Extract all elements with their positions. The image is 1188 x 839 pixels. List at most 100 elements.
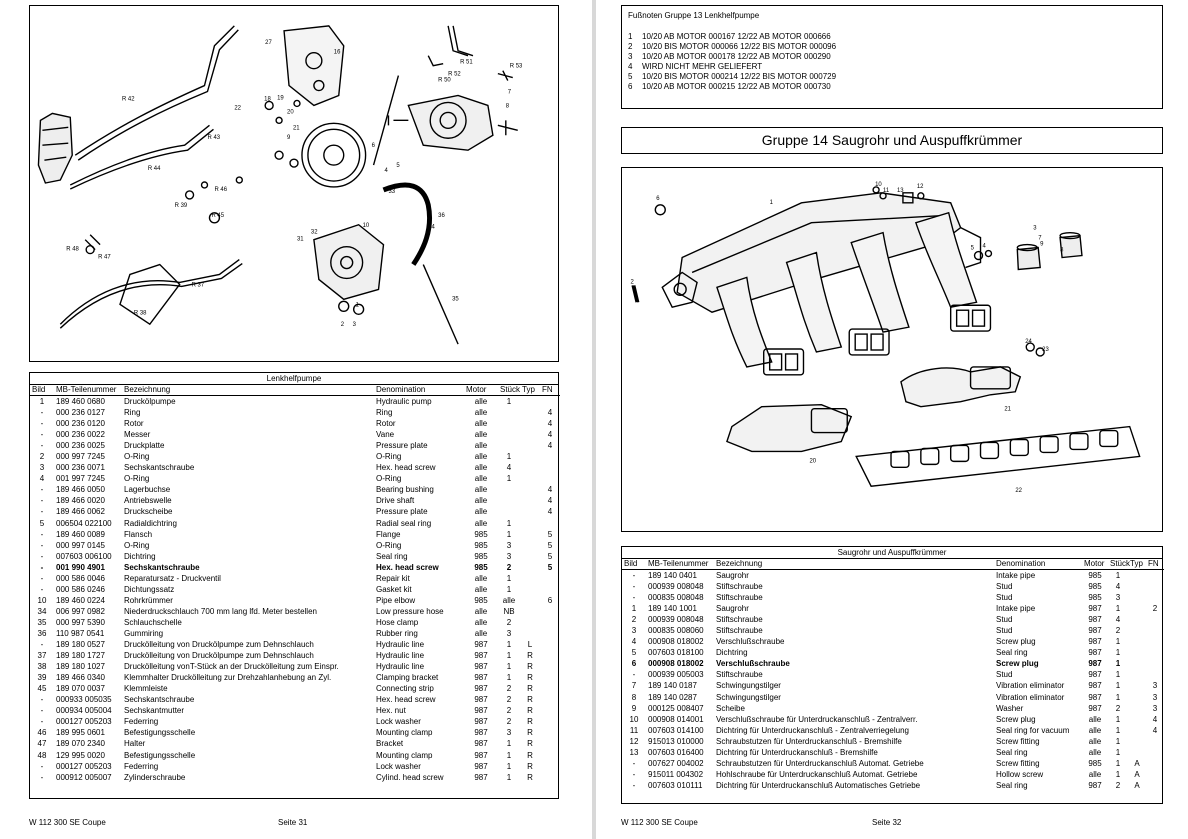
parts-table: Bild MB-Teilenummer Bezeichnung Denomina… (30, 385, 560, 783)
group-title: Gruppe 14 Saugrohr und Auspuffkrümmer (621, 127, 1163, 154)
cell-bild: - (632, 571, 636, 580)
cell-part-number: 189 180 1027 (56, 662, 105, 672)
cell-denomination: Pressure plate (376, 441, 428, 451)
cell-bild: - (632, 593, 636, 603)
cell-bezeichnung: Stiftschraube (716, 670, 763, 680)
footer-page-number: Seite 31 (278, 818, 308, 827)
diagram-callout-label: R 43 (207, 135, 220, 141)
cell-bild: - (40, 540, 44, 550)
cell-fn (1146, 669, 1164, 680)
page-gutter (592, 0, 596, 839)
diagram-callout-label: 3 (353, 322, 357, 328)
cell-denomination: Hydraulic line (376, 640, 425, 650)
cell-stueck: 2 (1115, 780, 1121, 790)
cell-bezeichnung: Stiftschraube (716, 615, 763, 625)
cell-motor: 987 (1088, 626, 1102, 636)
cell-bild: - (40, 441, 44, 451)
cell-bild: 48 (37, 750, 47, 760)
cell-motor: 985 (1088, 582, 1102, 592)
cell-motor: 985 (1088, 758, 1102, 768)
cell-motor: 987 (474, 640, 488, 650)
cell-part-number: 129 995 0020 (56, 750, 105, 760)
cell-bild: 2 (631, 615, 637, 625)
cell-motor: 987 (1088, 637, 1102, 647)
cell-stueck: 4 (1115, 582, 1121, 592)
cell-part-number: 915011 004302 (648, 769, 704, 779)
cell-bild: - (40, 761, 44, 771)
cell-bezeichnung: Dichtring für Unterdruckanschluß - Brems… (716, 747, 878, 757)
diagram-callout-label: 7 (1038, 236, 1042, 242)
cell-typ (1128, 692, 1146, 703)
cell-bild: 46 (37, 728, 47, 738)
cell-part-number: 000 586 0246 (56, 584, 105, 594)
cell-motor: alle (474, 430, 488, 440)
diagram-callout-label: R 53 (510, 64, 523, 70)
diagram-callout-label: 11 (883, 188, 890, 194)
cell-typ (520, 407, 540, 418)
diagram-callout-label: 21 (293, 125, 300, 131)
cell-bild: 4 (39, 474, 45, 484)
cell-motor: 985 (1088, 593, 1102, 603)
diagram-callout-label: 35 (452, 296, 459, 302)
cell-fn (1146, 747, 1164, 758)
cell-part-number: 000934 005004 (56, 706, 112, 716)
diagram-callout-label: R 52 (448, 72, 461, 78)
cell-stueck: 1 (506, 452, 512, 462)
cell-typ (1128, 703, 1146, 714)
cell-denomination: Drive shaft (376, 496, 415, 506)
cell-typ: R (527, 772, 533, 782)
col-bild: Bild (622, 559, 646, 570)
cell-stueck: 1 (506, 739, 512, 749)
cell-stueck: 1 (506, 651, 512, 661)
cell-bezeichnung: Drucköl­leitung vonT-Stück an der Druckö… (124, 662, 339, 672)
cell-stueck (498, 484, 520, 495)
cell-bild: - (40, 496, 44, 506)
cell-motor: 987 (474, 772, 488, 782)
cell-denomination: Rubber ring (376, 628, 418, 638)
cell-typ (520, 451, 540, 462)
diagram-callout-label: 3 (1033, 226, 1037, 232)
cell-part-number: 000933 005035 (56, 695, 112, 705)
cell-motor: 987 (1088, 604, 1102, 614)
cell-motor: 985 (474, 529, 488, 539)
cell-bild: 12 (629, 736, 639, 746)
cell-typ (520, 506, 540, 517)
footnote-text: 10/20 BIS MOTOR 000066 12/22 BIS MOTOR 0… (642, 42, 837, 51)
cell-denomination: Bearing bushing (376, 485, 434, 495)
cell-bild: 38 (37, 662, 47, 672)
cell-stueck: 2 (506, 695, 512, 705)
cell-motor: alle (474, 419, 488, 429)
cell-stueck: 1 (506, 529, 512, 539)
cell-part-number: 000912 005007 (56, 772, 112, 782)
cell-denomination: Stud (996, 670, 1013, 680)
cell-denomination: Hex. head screw (376, 695, 436, 705)
cell-fn: 5 (547, 562, 553, 572)
cell-part-number: 000939 008048 (648, 582, 704, 592)
footnote-number: 4 (628, 62, 633, 71)
cell-motor: 987 (1088, 681, 1102, 691)
cell-bezeichnung: Halter (124, 739, 146, 749)
cell-motor: 987 (474, 728, 488, 738)
cell-stueck: 2 (1115, 626, 1121, 636)
cell-typ (520, 540, 540, 551)
col-bezeichnung: Bezeichnung (122, 385, 374, 396)
cell-bild: - (40, 529, 44, 539)
cell-motor: 987 (474, 717, 488, 727)
cell-bezeichnung: Rohrkrümmer (124, 595, 173, 605)
cell-typ (1128, 614, 1146, 625)
